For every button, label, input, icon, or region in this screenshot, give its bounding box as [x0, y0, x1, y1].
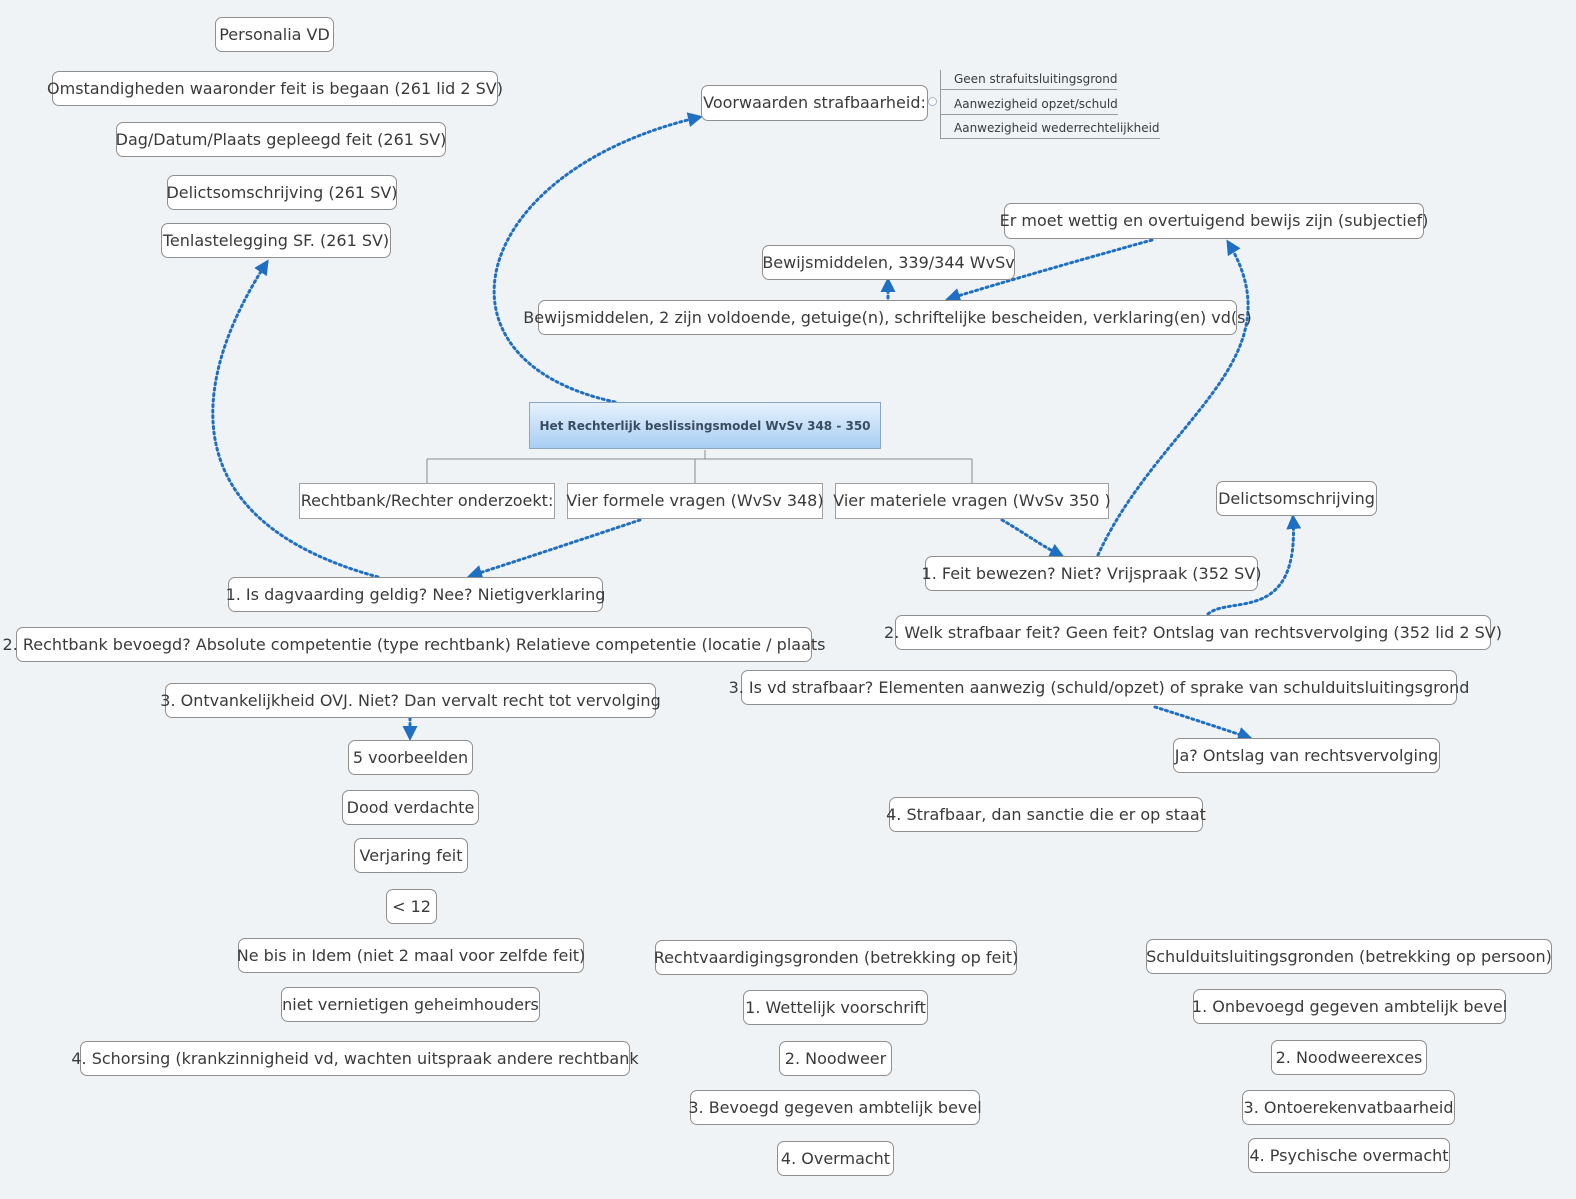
topic-noodweer[interactable]: 2. Noodweer — [779, 1041, 892, 1076]
topic-formele-vraag-3[interactable]: 3. Ontvankelijkheid OVJ. Niet? Dan verva… — [160, 683, 661, 718]
topic-omstandigheden[interactable]: Omstandigheden waaronder feit is begaan … — [47, 71, 503, 106]
branch-rechtbank-onderzoekt[interactable]: Rechtbank/Rechter onderzoekt: — [299, 483, 555, 519]
branch-formele-vragen[interactable]: Vier formele vragen (WvSv 348) — [566, 483, 824, 519]
topic-materiele-vraag-2[interactable]: 2. Welk strafbaar feit? Geen feit? Ontsl… — [884, 615, 1502, 650]
collapse-toggle-icon[interactable] — [928, 97, 937, 106]
topic-geheimhouders[interactable]: niet vernietigen geheimhouders — [281, 987, 540, 1022]
topic-formele-vraag-1[interactable]: 1. Is dagvaarding geldig? Nee? Nietigver… — [226, 577, 605, 612]
topic-verjaring-feit[interactable]: Verjaring feit — [354, 838, 468, 873]
topic-5-voorbeelden[interactable]: 5 voorbeelden — [348, 740, 473, 775]
topic-delictsomschrijving-261[interactable]: Delictsomschrijving (261 SV) — [166, 175, 398, 210]
topic-formele-vraag-2[interactable]: 2. Rechtbank bevoegd? Absolute competent… — [3, 627, 825, 662]
topic-rechtvaardigingsgronden[interactable]: Rechtvaardigingsgronden (betrekking op f… — [654, 940, 1018, 975]
topic-bewijsmiddelen-voldoende[interactable]: Bewijsmiddelen, 2 zijn voldoende, getuig… — [523, 300, 1252, 335]
topic-wettelijk-voorschrift[interactable]: 1. Wettelijk voorschrift — [743, 990, 928, 1025]
topic-jonger-dan-12[interactable]: < 12 — [386, 889, 437, 924]
topic-personalia[interactable]: Personalia VD — [215, 17, 334, 52]
subtopic-voorwaarde-1[interactable]: Geen strafuitsluitingsgrond — [940, 68, 1118, 90]
topic-dag-datum-plaats[interactable]: Dag/Datum/Plaats gepleegd feit (261 SV) — [116, 122, 446, 157]
topic-materiele-vraag-3[interactable]: 3. Is vd strafbaar? Elementen aanwezig (… — [729, 670, 1469, 705]
topic-bewijsmiddelen[interactable]: Bewijsmiddelen, 339/344 WvSv — [762, 245, 1015, 280]
topic-formele-vraag-4[interactable]: 4. Schorsing (krankzinnigheid vd, wachte… — [71, 1041, 639, 1076]
topic-ontoerekenvatbaarheid[interactable]: 3. Ontoerekenvatbaarheid — [1242, 1090, 1455, 1125]
topic-materiele-vraag-4[interactable]: 4. Strafbaar, dan sanctie die er op staa… — [886, 797, 1206, 832]
topic-materiele-vraag-1[interactable]: 1. Feit bewezen? Niet? Vrijspraak (352 S… — [922, 556, 1262, 591]
topic-delictsomschrijving[interactable]: Delictsomschrijving — [1216, 481, 1377, 516]
subtopic-voorwaarde-3[interactable]: Aanwezigheid wederrechtelijkheid — [940, 117, 1160, 139]
arrow-q1-to-tenlastelegging — [211, 259, 380, 579]
topic-noodweerexces[interactable]: 2. Noodweerexces — [1271, 1040, 1427, 1075]
subtopic-voorwaarde-2[interactable]: Aanwezigheid opzet/schuld — [940, 93, 1118, 115]
arrow-q3-to-ja — [1153, 705, 1253, 742]
arrow-formele-to-q1 — [467, 518, 642, 580]
topic-schulduitsluitingsgronden[interactable]: Schulduitsluitingsgronden (betrekking op… — [1146, 939, 1552, 974]
topic-bevoegd-ambtelijk-bevel[interactable]: 3. Bevoegd gegeven ambtelijk bevel — [688, 1090, 982, 1125]
topic-onbevoegd-ambtelijk-bevel[interactable]: 1. Onbevoegd gegeven ambtelijk bevel — [1192, 989, 1507, 1024]
topic-tenlastelegging[interactable]: Tenlastelegging SF. (261 SV) — [161, 223, 391, 258]
topic-ne-bis-in-idem[interactable]: Ne bis in Idem (niet 2 maal voor zelfde … — [237, 938, 585, 973]
topic-psychische-overmacht[interactable]: 4. Psychische overmacht — [1248, 1138, 1450, 1173]
topic-voorwaarden-strafbaarheid[interactable]: Voorwaarden strafbaarheid: — [701, 85, 928, 121]
topic-wettig-bewijs[interactable]: Er moet wettig en overtuigend bewijs zij… — [1000, 203, 1428, 239]
central-topic[interactable]: Het Rechterlijk beslissingsmodel WvSv 34… — [529, 402, 881, 449]
topic-overmacht[interactable]: 4. Overmacht — [777, 1141, 894, 1176]
arrow-central-to-voorwaarden — [492, 112, 703, 404]
subtopic-bracket — [940, 70, 941, 138]
arrow-materiele-to-feit — [1000, 518, 1065, 558]
branch-materiele-vragen[interactable]: Vier materiele vragen (WvSv 350 ) — [833, 483, 1111, 519]
topic-ontslag-rechtsvervolging[interactable]: Ja? Ontslag van rechtsvervolging — [1173, 738, 1440, 773]
topic-dood-verdachte[interactable]: Dood verdachte — [342, 790, 479, 825]
tree-lines — [426, 450, 973, 484]
